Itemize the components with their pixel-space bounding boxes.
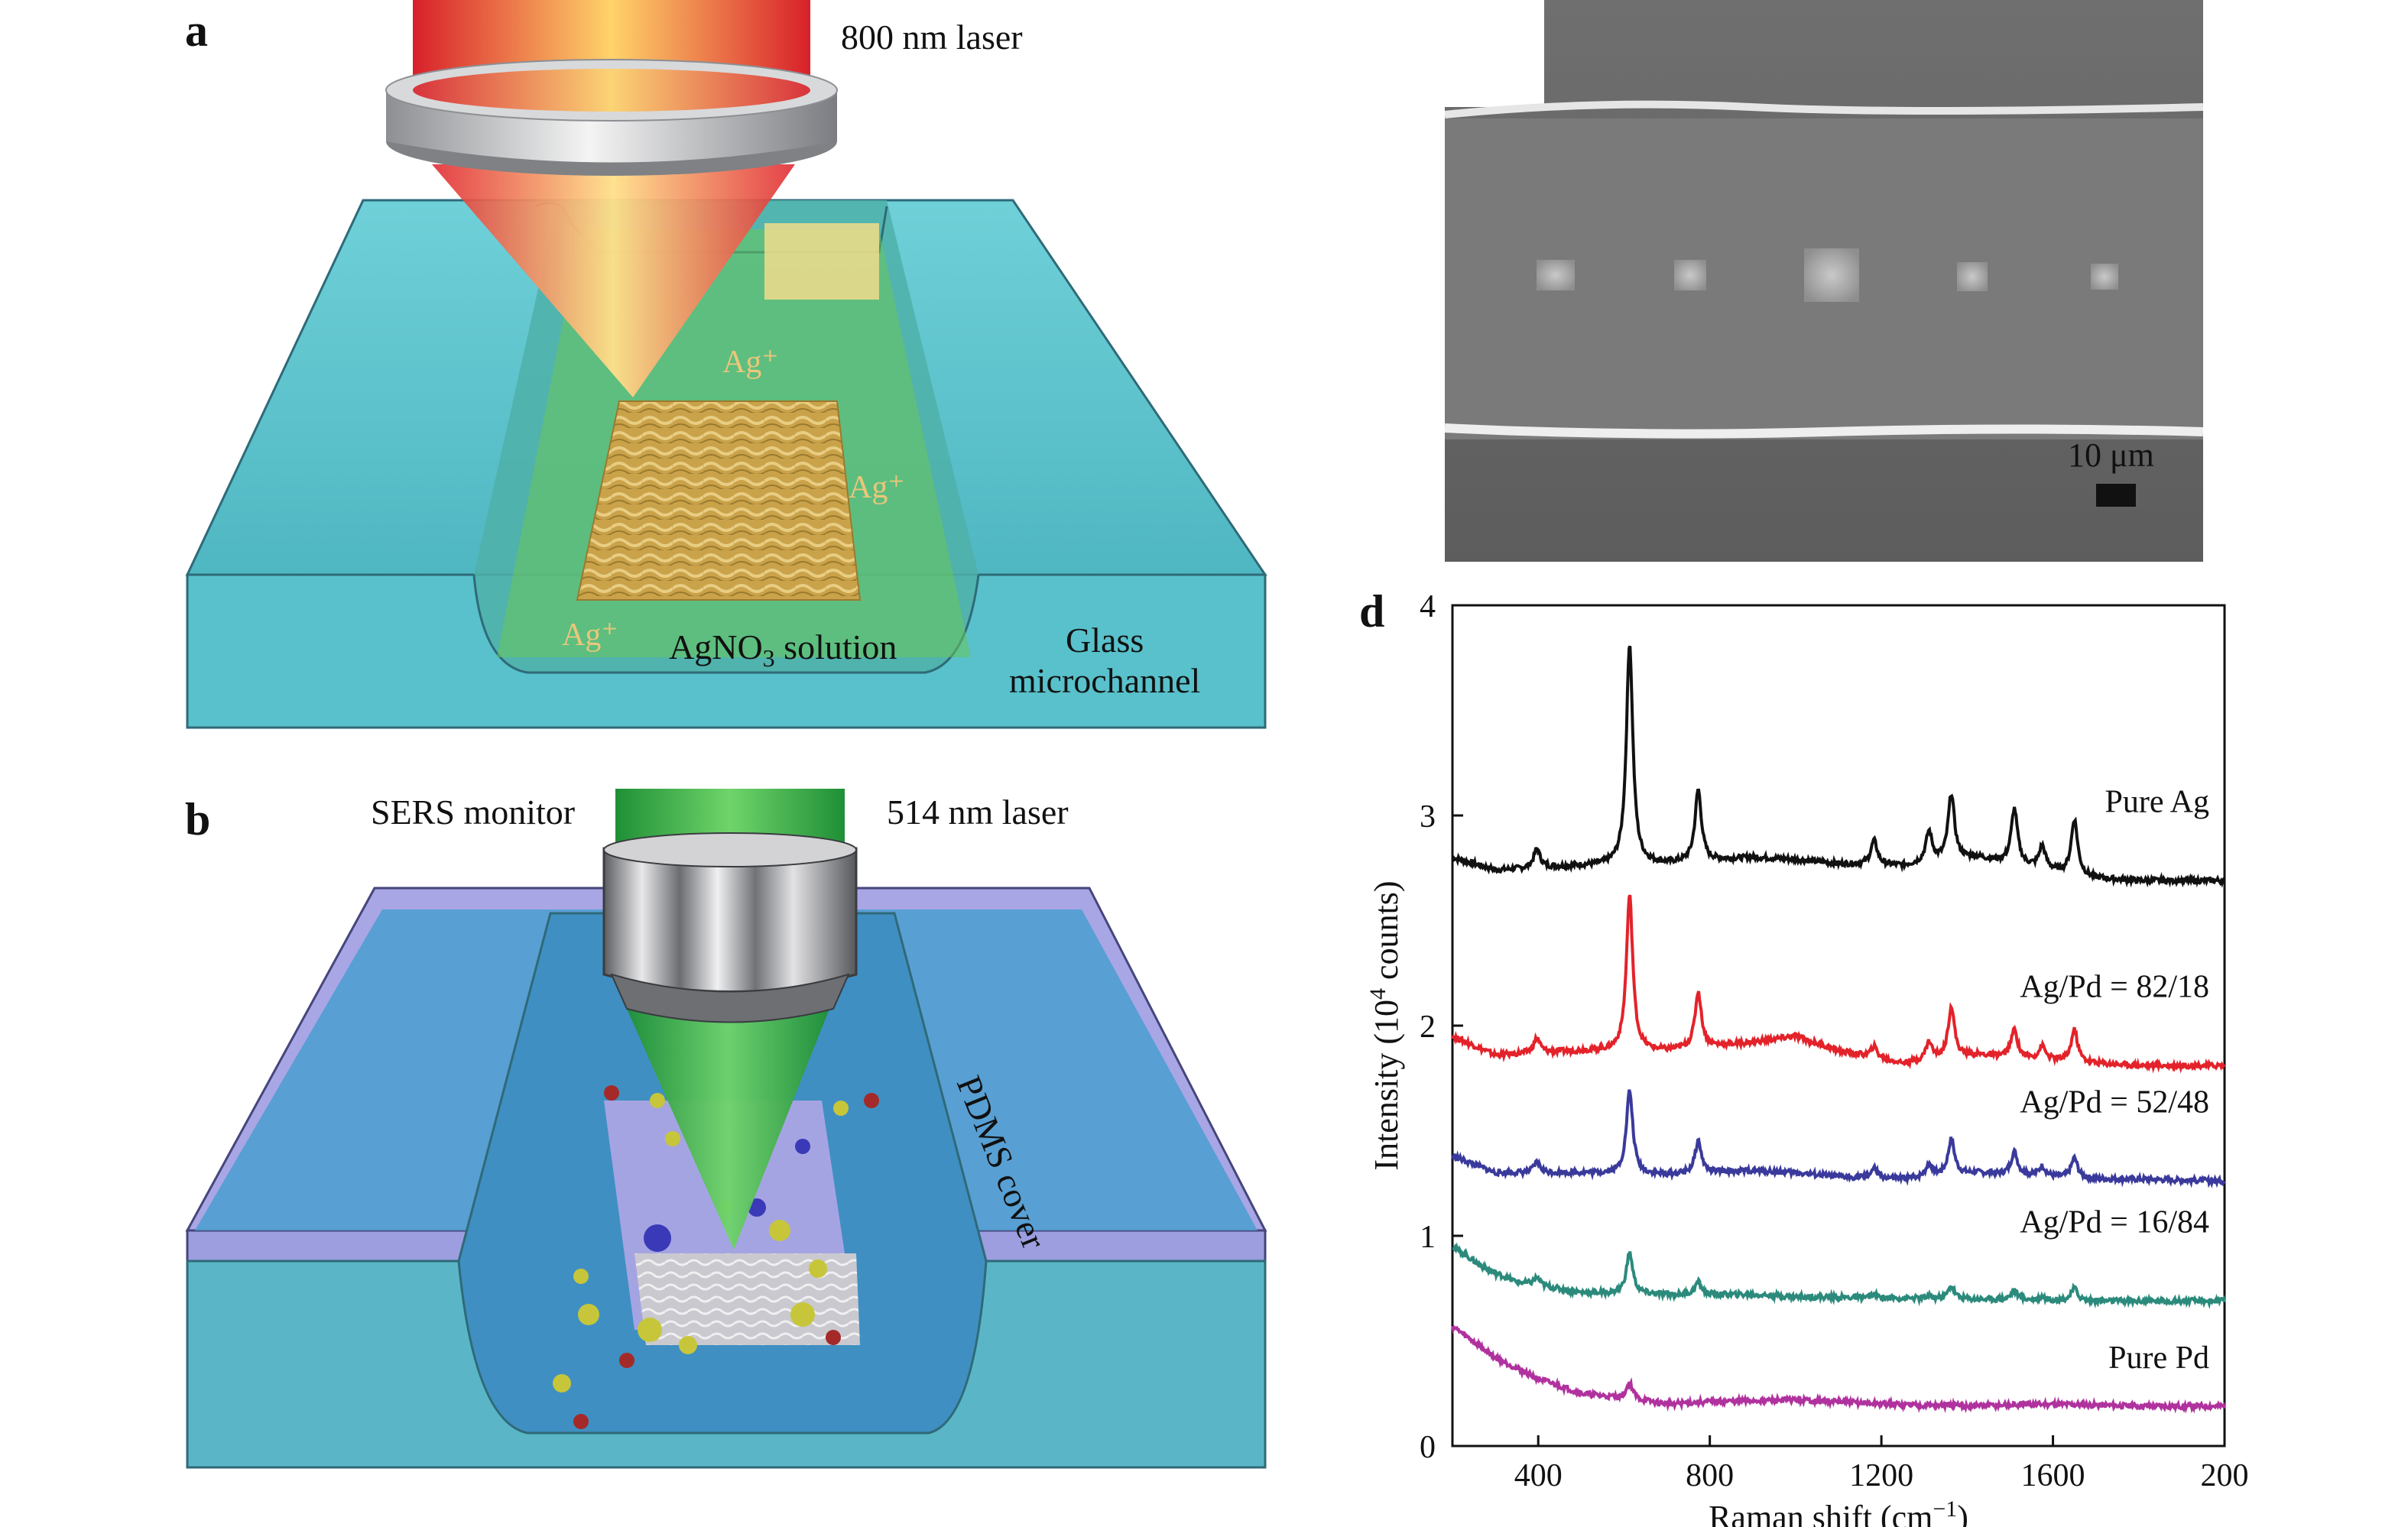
series-label-2: Ag/Pd = 82/18: [2020, 969, 2209, 1004]
x-axis-label: Raman shift (cm−1): [1709, 1496, 1968, 1527]
plot-frame: [1451, 604, 2226, 1448]
spectrum-line-3: [1451, 1089, 2226, 1189]
y-tick-label: 0: [1420, 1430, 1436, 1465]
series-label-5: Pure Pd: [2108, 1341, 2209, 1376]
ag-ion-label-1: Ag⁺: [722, 345, 779, 380]
agno3-main: AgNO: [669, 627, 763, 666]
panel-a-schematic: [185, 0, 1267, 729]
x-tick-label: 1600: [2021, 1458, 2085, 1493]
sem-square-3: [1804, 248, 1859, 302]
agno3-tail: solution: [774, 627, 897, 666]
laser-cone-800nm: [432, 164, 795, 397]
y-axis-label: Intensity (104 counts): [1365, 880, 1405, 1170]
x-tick-label: 1200: [1849, 1458, 1913, 1493]
sem-image: [1445, 0, 2203, 562]
agno3-solution-label: AgNO3 solution: [669, 627, 897, 673]
series-label-4: Ag/Pd = 16/84: [2020, 1204, 2209, 1240]
spectrum-line-1: [1452, 645, 2226, 888]
sem-square-5: [2091, 264, 2118, 290]
sem-square-4: [1957, 262, 1988, 291]
panel-d-label: d: [1359, 586, 1385, 637]
x-tick-label: 400: [1514, 1458, 1563, 1493]
y-tick-label: 1: [1420, 1220, 1436, 1255]
silver-pad: [576, 400, 862, 601]
x-tick-label: 800: [1686, 1458, 1734, 1493]
sem-square-1: [1537, 260, 1575, 290]
sers-monitor-label: SERS monitor: [371, 793, 576, 832]
sem-square-2: [1674, 260, 1706, 290]
laser-800nm-label: 800 nm laser: [841, 18, 1023, 57]
y-tick-label: 2: [1420, 1010, 1436, 1045]
analyte-molecules: [553, 1085, 879, 1429]
glass-label-line1: Glass: [1066, 621, 1144, 660]
x-tick-label: 200: [2201, 1458, 2249, 1493]
scale-bar: [2096, 484, 2136, 507]
ag-ion-label-3: Ag⁺: [562, 618, 618, 653]
y-tick-label: 4: [1420, 589, 1436, 624]
spectrum-line-2: [1451, 894, 2226, 1074]
panel-b-schematic: [185, 789, 1267, 1469]
laser-514nm-label: 514 nm laser: [887, 793, 1069, 832]
laser-cone-514nm: [627, 1009, 829, 1250]
panel-b-label: b: [185, 794, 211, 845]
glass-microchannel-label: Glass microchannel: [1009, 621, 1200, 702]
spectrum-line-5: [1451, 1324, 2226, 1414]
scale-bar-label: 10 μm: [2068, 436, 2154, 474]
objective-lens-b: [602, 847, 858, 993]
ag-ion-label-2: Ag⁺: [849, 470, 905, 505]
spectrum-line-4: [1452, 1242, 2226, 1310]
glass-label-line2: microchannel: [1009, 660, 1201, 700]
series-label-3: Ag/Pd = 52/48: [2020, 1085, 2209, 1120]
y-tick-label: 3: [1420, 799, 1436, 835]
agno3-sub: 3: [762, 644, 775, 673]
panel-a-label: a: [185, 5, 208, 56]
series-label-1: Pure Ag: [2105, 784, 2210, 819]
